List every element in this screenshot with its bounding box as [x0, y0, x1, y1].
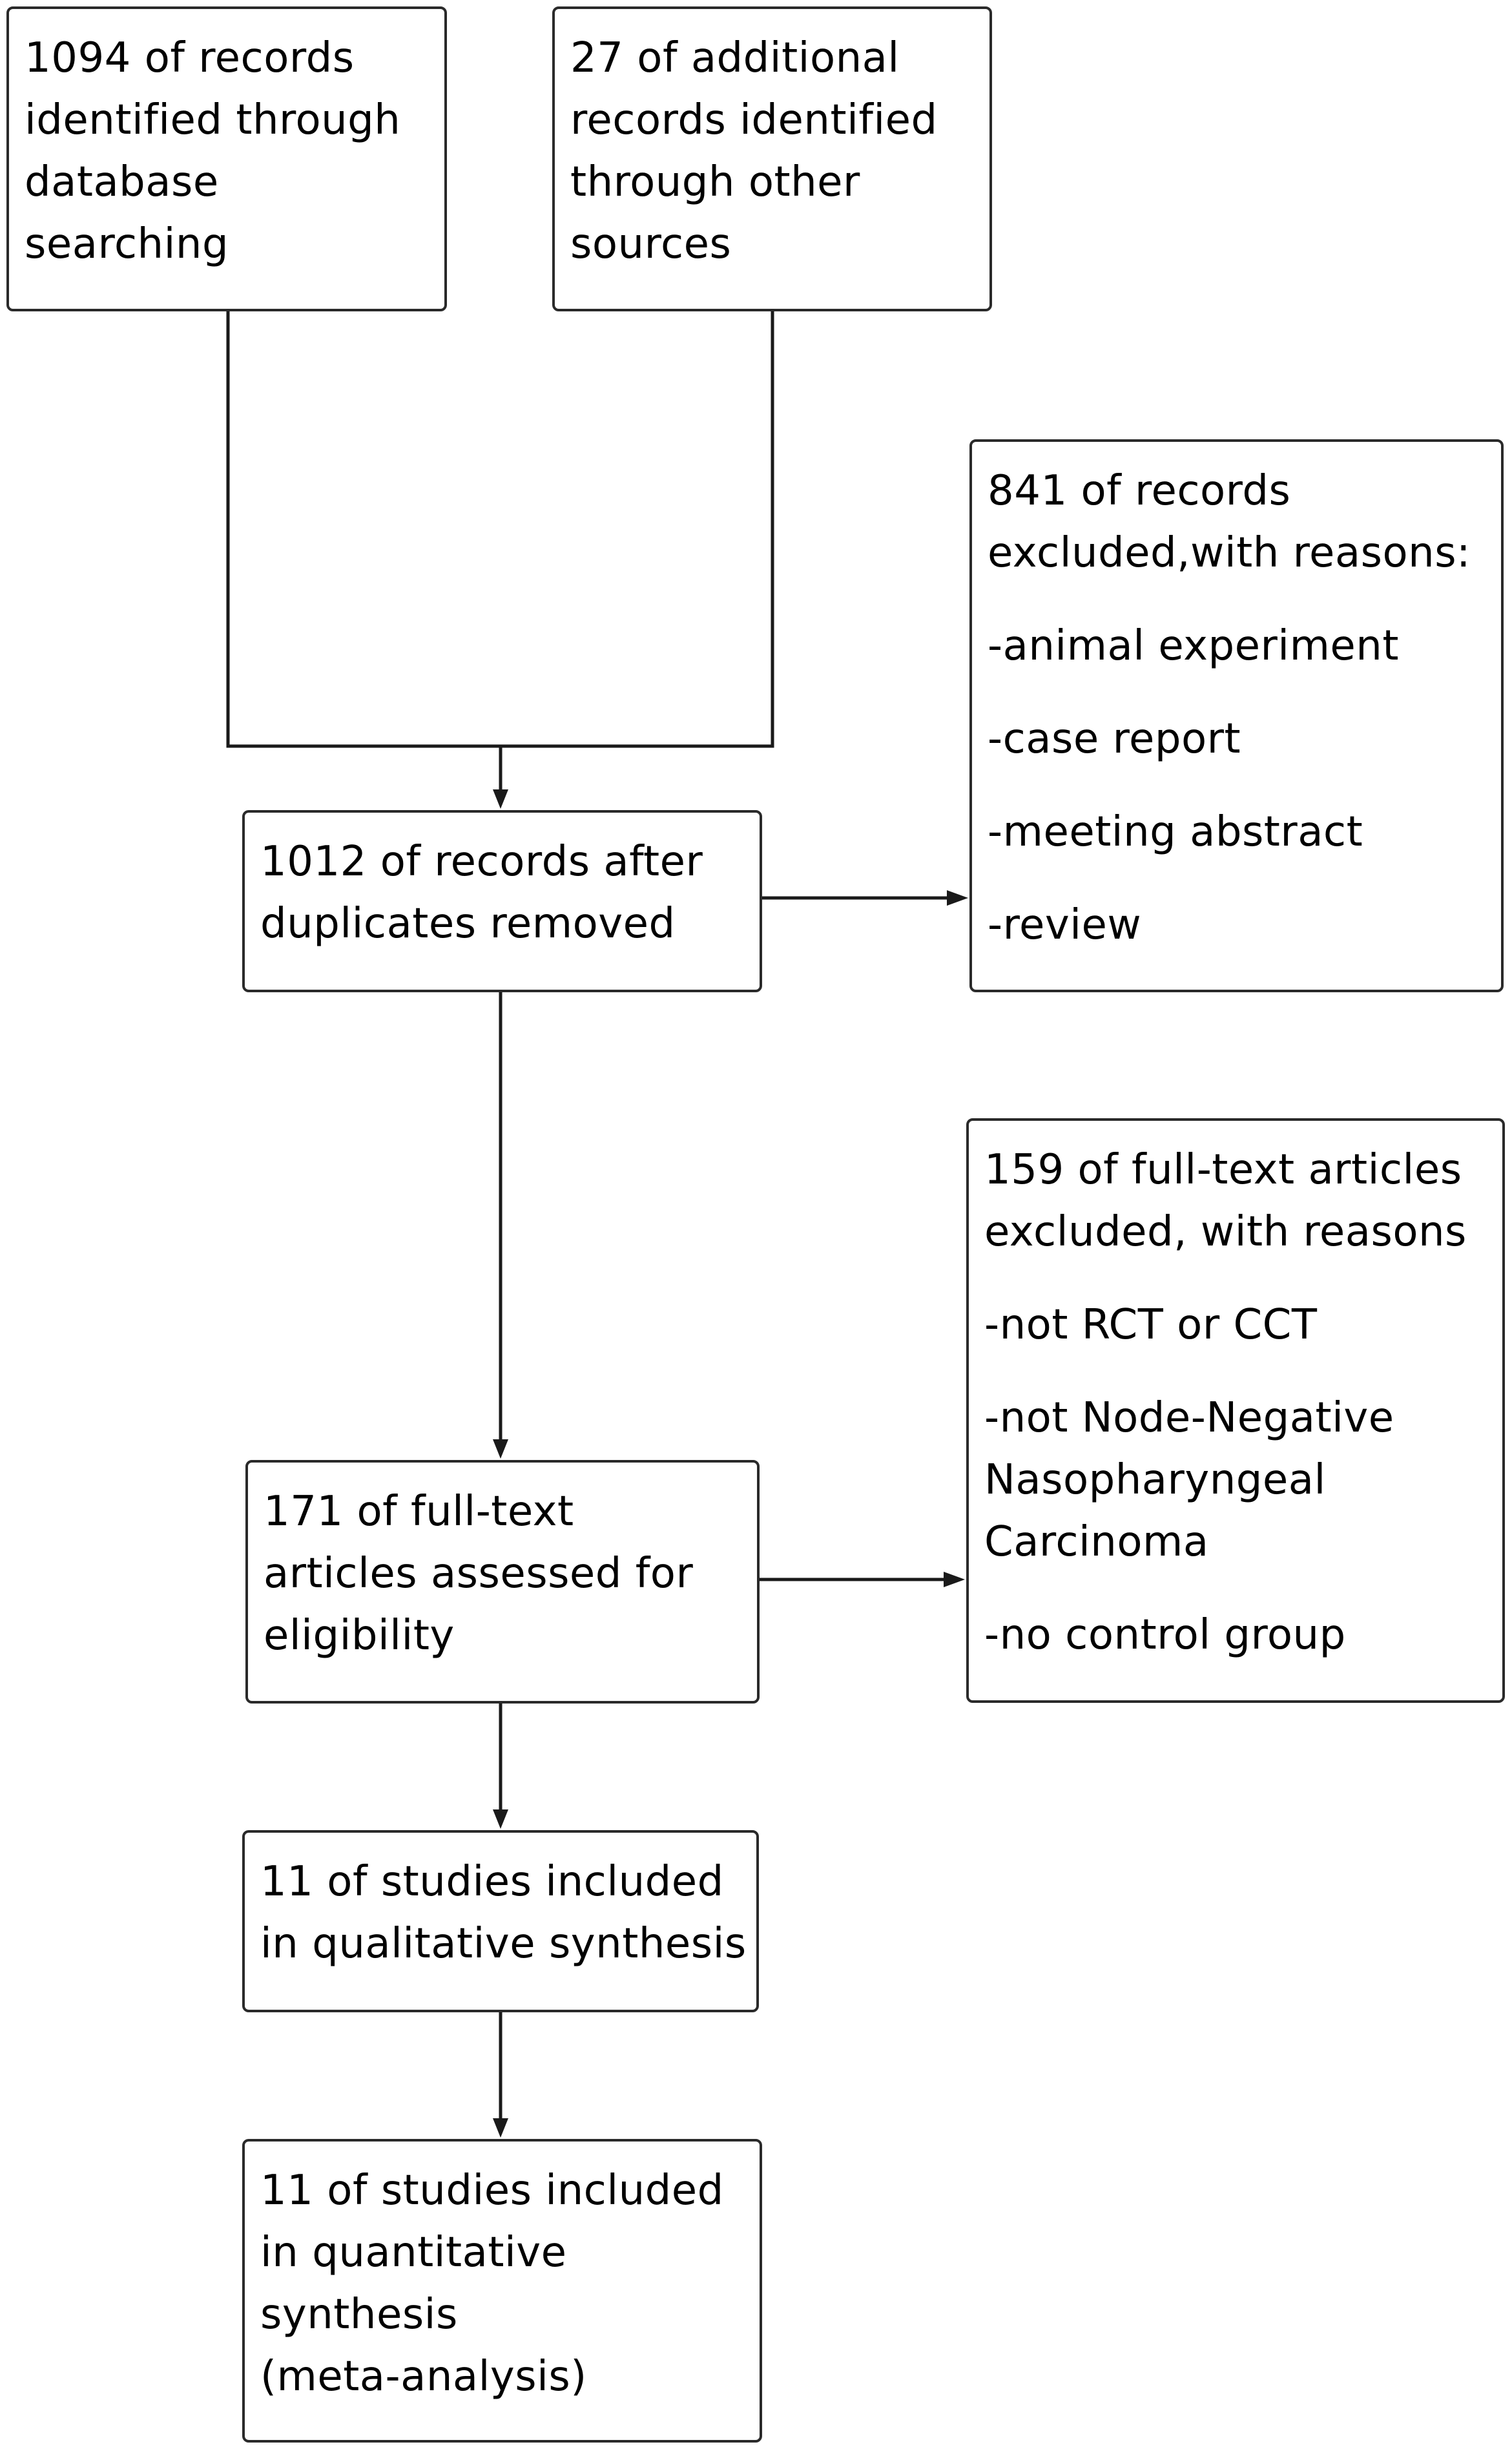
arrowhead-to-fulltext-excluded: [944, 1572, 965, 1587]
fulltext-excluded-heading-2: excluded, with reasons: [984, 1208, 1467, 1256]
exclusion-reason-animal-experiment: -animal experiment: [988, 622, 1399, 670]
connector-database-down: [226, 311, 501, 748]
elig-line-2: articles assessed for: [264, 1550, 694, 1598]
db-line-4: searching: [25, 220, 229, 268]
fulltext-excluded-box: 159 of full-text articles excluded, with…: [966, 1118, 1505, 1703]
quant-line-3: synthesis: [260, 2291, 458, 2339]
db-line-1: 1094 of records: [25, 34, 355, 82]
fulltext-reason-not-node-negative: -not Node-Negative Nasopharyngeal Carcin…: [984, 1394, 1394, 1566]
records-identified-database-box: 1094 of records identified through datab…: [6, 6, 447, 311]
quantitative-synthesis-box: 11 of studies included in quantitative s…: [242, 2139, 762, 2443]
qualitative-synthesis-box: 11 of studies included in qualitative sy…: [242, 1830, 759, 2012]
fulltext-reason-no-control: -no control group: [984, 1611, 1346, 1659]
qual-line-2: in qualitative synthesis: [260, 1920, 747, 1968]
quant-line-2: in quantitative: [260, 2229, 567, 2277]
arrowhead-to-eligibility: [493, 1439, 508, 1459]
elig-line-3: eligibility: [264, 1612, 455, 1660]
arrowhead-to-qualitative: [493, 1809, 508, 1829]
elig-line-1: 171 of full-text: [264, 1488, 574, 1536]
exclusion-reason-review: -review: [988, 901, 1142, 949]
dedup-line-1: 1012 of records after: [260, 838, 703, 886]
records-other-sources-box: 27 of additional records identified thro…: [552, 6, 992, 311]
connector-other-down: [501, 311, 774, 748]
records-after-duplicates-box: 1012 of records after duplicates removed: [242, 810, 762, 992]
exclusion-reason-case-report: -case report: [988, 715, 1241, 763]
arrowhead-to-dedup: [493, 789, 508, 809]
fulltext-reason-not-rct: -not RCT or CCT: [984, 1301, 1318, 1349]
quant-line-1: 11 of studies included: [260, 2167, 724, 2215]
fulltext-assessed-box: 171 of full-text articles assessed for e…: [245, 1460, 760, 1704]
db-line-3: database: [25, 158, 219, 206]
arrowhead-to-excluded: [947, 890, 968, 906]
qual-line-1: 11 of studies included: [260, 1858, 724, 1906]
fulltext-excluded-heading-1: 159 of full-text articles: [984, 1146, 1462, 1194]
records-excluded-heading-1: 841 of records: [988, 467, 1291, 515]
records-excluded-heading-2: excluded,with reasons:: [988, 529, 1471, 577]
other-line-4: sources: [570, 220, 732, 268]
other-line-1: 27 of additional: [570, 34, 900, 82]
records-excluded-box: 841 of records excluded,with reasons: -a…: [969, 439, 1504, 992]
arrowhead-to-quantitative: [493, 2118, 508, 2138]
other-line-3: through other: [570, 158, 860, 206]
dedup-line-2: duplicates removed: [260, 900, 676, 948]
exclusion-reason-meeting-abstract: -meeting abstract: [988, 808, 1363, 856]
db-line-2: identified through: [25, 96, 401, 144]
other-line-2: records identified: [570, 96, 938, 144]
quant-line-4: (meta-analysis): [260, 2353, 587, 2401]
